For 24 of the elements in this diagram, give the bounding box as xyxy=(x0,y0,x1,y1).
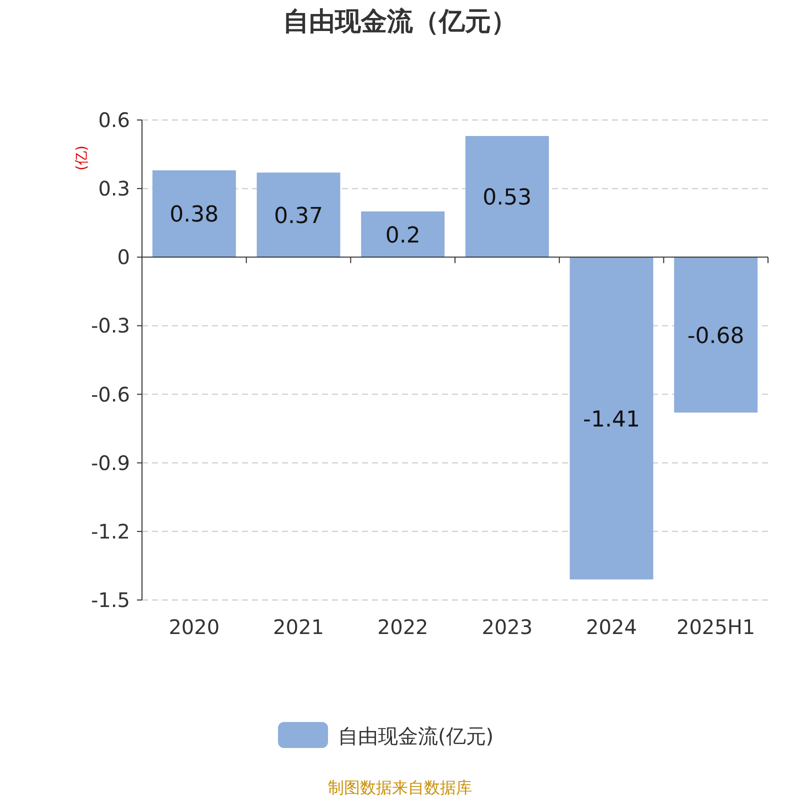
axis-tick-label: 2023 xyxy=(482,615,533,639)
axis-tick-label: -0.3 xyxy=(90,314,130,338)
chart-title: 自由现金流（亿元） xyxy=(283,6,517,39)
value-label: 0.2 xyxy=(385,223,420,248)
value-label: 0.37 xyxy=(274,204,323,229)
axis-tick-label: 0 xyxy=(117,245,130,270)
axis-tick-label: 2022 xyxy=(377,615,428,639)
axis-tick-label: -0.6 xyxy=(90,382,130,406)
axis-title: (亿) xyxy=(74,146,90,170)
axis-tick-label: 2025H1 xyxy=(676,615,756,639)
value-label: -0.68 xyxy=(687,324,744,349)
axis-tick-label: -1.2 xyxy=(90,519,130,544)
axis-tick-label: 2021 xyxy=(273,615,324,639)
legend-label: 自由现金流(亿元) xyxy=(338,724,494,748)
value-label: -1.41 xyxy=(583,407,640,432)
axis-tick-label: -0.9 xyxy=(90,450,130,475)
value-label: 0.38 xyxy=(170,202,219,228)
axis-tick-label: 2020 xyxy=(168,615,220,639)
axis-tick-label: 0.6 xyxy=(98,108,130,132)
source-note: 制图数据来自数据库 xyxy=(328,778,472,799)
value-label: 0.53 xyxy=(482,186,532,211)
axis-tick-label: -1.5 xyxy=(90,588,130,612)
axis-tick-label: 0.3 xyxy=(98,176,130,201)
axis-tick-label: 2024 xyxy=(586,615,637,639)
